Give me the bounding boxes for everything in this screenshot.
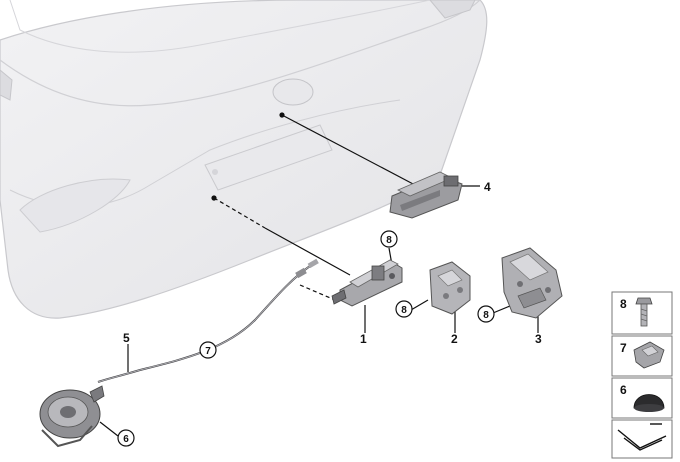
cable-clip-icon [633,341,665,369]
tailgate-hinge-left [0,69,13,101]
circle-callout-latch-screw: 8 [380,230,398,248]
latch-part [331,259,403,307]
svg-text:8: 8 [386,235,392,246]
bracket-small-part [429,261,471,315]
svg-text:8: 8 [483,310,489,321]
emblem-recess [272,78,314,106]
screw-icon [635,297,653,327]
plate-bolt [212,169,218,175]
leader-cable-dashed [299,284,336,301]
leader-latch-dashed [213,197,266,229]
label-part-1: 1 [360,332,367,346]
legend-number-8: 8 [620,297,627,311]
circle-callout-bracket-large-screw: 8 [477,305,495,323]
leader-lines [99,112,539,437]
leader-handle [281,114,416,186]
svg-text:6: 6 [123,434,129,445]
leader-latch [264,227,351,276]
callout-line-8b [410,299,429,311]
tailgate-window-edge [0,0,481,107]
legend-number-7: 7 [620,341,627,355]
circle-callout-cable-clip: 7 [199,341,217,359]
tailgate-illustration [0,0,488,319]
bracket-large-part [501,247,563,319]
rubber-cap-icon [633,394,665,412]
part-number-labels: 1 2 3 4 5 [123,180,542,346]
label-part-2: 2 [451,332,458,346]
drive-unit-part [39,385,105,448]
leader-dot-handle [279,112,285,118]
tailgate-top-frame [9,0,431,53]
circle-callout-bracket-small-screw: 8 [395,300,413,318]
license-plate-recess [204,124,333,191]
leader-dot-latch [211,195,217,201]
reference-arrow-icon [617,423,667,451]
handle-switch-part [389,171,463,219]
tailgate-hinge-right [429,0,476,19]
cable-end-fitting [295,258,319,279]
label-part-5: 5 [123,331,130,345]
tailgate-side-panel [19,178,131,233]
legend-number-6: 6 [620,383,627,397]
legend-panel: 8 7 6 [611,291,673,459]
circle-callouts: 8 8 8 7 6 [117,230,495,447]
svg-text:7: 7 [205,346,211,357]
callout-line-6 [99,421,119,437]
legend-cell-ref [611,419,673,459]
label-part-4: 4 [484,180,491,194]
callout-line-8c [492,305,511,314]
label-part-3: 3 [535,332,542,346]
svg-text:8: 8 [401,305,407,316]
circle-callout-rubber-cap: 6 [117,429,135,447]
